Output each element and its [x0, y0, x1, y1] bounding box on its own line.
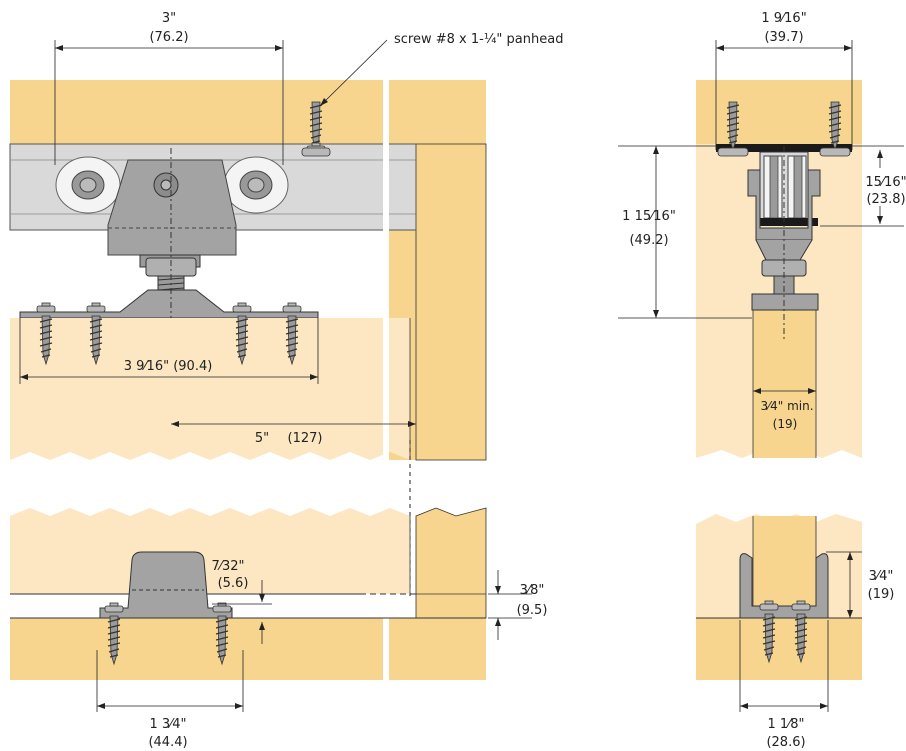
- dimension-roller-height: 15⁄16" (23.8): [820, 145, 906, 227]
- header-wood: [10, 80, 390, 144]
- label-floor-gap-mm: (9.5): [517, 603, 548, 618]
- dimension-side-top-width: 1 9⁄16" (39.7): [715, 11, 853, 150]
- screw-callout: screw #8 x 1-¼" panhead: [319, 32, 563, 107]
- dimension-door-min: 3⁄4" min. (19): [753, 388, 816, 431]
- label-guide-width: 1 3⁄4": [149, 717, 186, 732]
- label-roller-height: 15⁄16": [865, 175, 906, 190]
- label-plate-width: 3 9⁄16" (90.4): [124, 359, 213, 374]
- dimension-plate-width: 3 9⁄16" (90.4): [19, 318, 319, 384]
- label-guide-width-mm: (44.4): [148, 735, 187, 750]
- door-panel-upper: [10, 318, 410, 460]
- dimension-side-guide-width: 1 1⁄8" (28.6): [739, 620, 829, 750]
- label-door-min: 3⁄4" min.: [760, 399, 813, 413]
- carriage-body: [107, 159, 237, 256]
- dimension-top-width: 3" (76.2): [54, 11, 284, 165]
- label-side-guide-width: 1 1⁄8": [767, 717, 804, 732]
- floor-wood: [10, 618, 388, 680]
- dimension-guide-height: 7⁄32" (5.6): [212, 559, 272, 644]
- label-door-min-mm: (19): [773, 417, 798, 431]
- label-guide-height-mm: (5.6): [218, 576, 249, 591]
- label-offset: 5": [255, 431, 269, 446]
- label-offset-mm: (127): [288, 431, 323, 446]
- dimension-floor-gap: 3⁄8" (9.5): [488, 570, 547, 640]
- roller-wheel-icon: [223, 156, 289, 214]
- roller-wheel-icon: [55, 156, 121, 214]
- label-hanger-drop-mm: (49.2): [629, 233, 668, 248]
- label-side-guide-height-mm: (19): [868, 587, 895, 602]
- label-side-guide-width-mm: (28.6): [766, 735, 805, 750]
- side-view-upper: [696, 80, 862, 458]
- dimension-hanger-drop: 1 15⁄16" (49.2): [618, 145, 752, 319]
- label-hanger-drop: 1 15⁄16": [622, 209, 676, 224]
- side-door-panel: [753, 296, 816, 458]
- label-screw-callout: screw #8 x 1-¼" panhead: [394, 32, 563, 47]
- door-panel-lower: [10, 508, 410, 594]
- label-side-guide-height: 3⁄4": [869, 569, 894, 584]
- label-top-width: 3": [162, 11, 176, 26]
- front-view-lower: [10, 507, 487, 680]
- side-view-lower: [696, 514, 862, 680]
- dimension-guide-width: 1 3⁄4" (44.4): [96, 650, 244, 750]
- front-view-upper: [9, 80, 487, 461]
- label-floor-gap: 3⁄8": [520, 583, 545, 598]
- side-floor-wood: [696, 618, 862, 680]
- label-top-width-mm: (76.2): [149, 30, 188, 45]
- label-side-top-width: 1 9⁄16": [761, 11, 806, 26]
- label-roller-height-mm: (23.8): [866, 192, 905, 207]
- label-side-top-width-mm: (39.7): [764, 30, 803, 45]
- dimension-side-guide-height: 3⁄4" (19): [826, 551, 895, 618]
- label-guide-height: 7⁄32": [212, 559, 245, 574]
- mounting-plate: [19, 289, 319, 319]
- floor-guide-icon: [739, 553, 829, 619]
